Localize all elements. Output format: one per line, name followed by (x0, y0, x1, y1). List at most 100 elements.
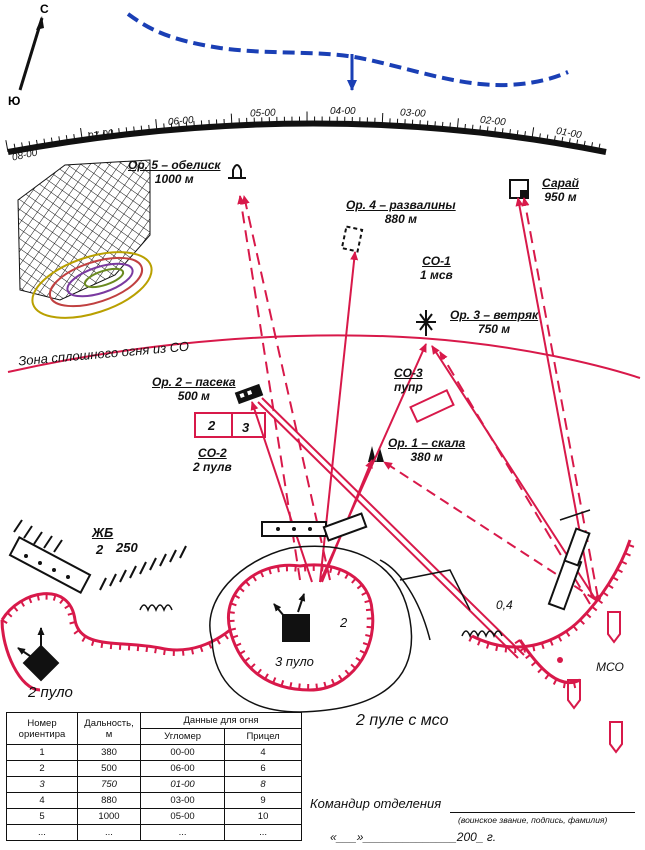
trench-hatch (624, 552, 631, 557)
trench-hatch (585, 612, 592, 619)
scale-tick (5, 140, 9, 153)
commander-label: Командир отделения (310, 796, 442, 811)
compass-icon (18, 16, 44, 91)
co3-zone (409, 388, 455, 424)
jb-value: 250 (116, 540, 138, 555)
table-header-range: Дальность, м (77, 712, 141, 745)
trench-hatch (338, 674, 344, 681)
scale-tick (103, 129, 106, 138)
trench-hatch (519, 646, 526, 652)
trench-hatch (244, 656, 251, 663)
sector-co1-label: СО-1 1 мсв (420, 254, 453, 282)
trench-hatch (537, 667, 543, 674)
trench-hatch (280, 680, 285, 687)
trench-hatch (355, 656, 362, 662)
table-row: 2 500 06-00 6 (6, 760, 302, 777)
table-cell: 00-00 (139, 744, 226, 761)
table-cell: 1000 (77, 808, 141, 825)
scale-tick (185, 121, 188, 129)
scale-tick (598, 143, 601, 151)
mso-label: МСО (596, 660, 624, 674)
angle-scale (7, 120, 607, 155)
ruins-icon (340, 225, 364, 253)
scale-tick (58, 136, 61, 144)
scale-tick (501, 128, 504, 136)
trench-hatch (272, 677, 277, 684)
sector-co3-title: СО-3 (394, 366, 423, 380)
trench-hatch (602, 591, 609, 597)
trench-hatch (361, 591, 368, 596)
trench-hatch (579, 619, 585, 625)
trench-hatch (268, 568, 272, 575)
landmark-barn-name: Сарай (542, 176, 579, 190)
scale-tick (73, 134, 76, 142)
trench-hatch (344, 669, 351, 676)
scale-tick (509, 129, 511, 137)
scale-tick (568, 138, 571, 146)
scale-tick (381, 113, 384, 126)
scale-label: 04-00 (330, 106, 356, 117)
scale-tick (590, 142, 594, 150)
landmark-4-name: Ор. 4 – развалины (346, 198, 456, 212)
landmark-3-range: 750 м (477, 322, 511, 336)
table-cell: 10 (224, 808, 302, 825)
trench-hatch (154, 647, 158, 654)
trench-hatch (298, 683, 301, 690)
mso-origin (595, 595, 601, 601)
trench-hatch (276, 566, 280, 573)
trench-hatch (294, 565, 297, 572)
trench-hatch (495, 644, 499, 652)
scale-tick (170, 122, 173, 130)
road-lines (399, 509, 591, 611)
landmark-1-range: 380 м (410, 450, 443, 464)
windmill-icon (416, 310, 436, 336)
table-row: 3 750 01-00 8 (6, 776, 302, 793)
table-header-fire: Данные для огня (140, 712, 302, 729)
trench-hatch (244, 580, 251, 587)
boat-icon (567, 611, 623, 754)
table-cell: 750 (77, 776, 141, 793)
trench-hatch (330, 678, 336, 686)
position-2-icon (17, 627, 60, 682)
jb-label: ЖБ (92, 525, 113, 540)
trench-hatch (69, 621, 76, 625)
trench-hatch (557, 635, 563, 642)
position-3-icon (273, 593, 310, 642)
trench-hatch (303, 565, 307, 572)
scale-tick (561, 136, 564, 144)
scale-tick (65, 135, 68, 143)
scale-tick (546, 134, 549, 142)
table-cell: 06-00 (139, 760, 226, 777)
landmark-5-label: Ор. 5 – обелиск 1000 м (128, 158, 220, 186)
date-line: «___»______________200_ г. (330, 830, 497, 844)
trench-hatch (109, 642, 113, 650)
position-2-label: 2 пуло (28, 684, 73, 701)
trench-hatch (136, 644, 140, 652)
scale-tick (80, 128, 83, 141)
apiary-icon (234, 383, 264, 405)
obelisk-icon (228, 164, 246, 179)
scale-tick (538, 133, 541, 141)
house-cell-3: 3 (242, 420, 250, 435)
trench-hatch (231, 634, 239, 639)
trench-hatch (12, 605, 19, 612)
position-3-label: 3 пуло (275, 654, 314, 669)
scale-tick (575, 139, 579, 147)
landmark-barn-label: Сарай 950 м (542, 176, 579, 204)
trench-hatch (208, 642, 213, 649)
scale-tick (163, 123, 165, 131)
scale-tick (486, 126, 489, 134)
trench-hatch (362, 642, 370, 646)
trench-hatch (350, 663, 357, 670)
trench-hatch (365, 608, 373, 612)
trench-hatch (259, 571, 265, 578)
sector-co2-title: СО-2 (198, 446, 227, 460)
trench-hatch (616, 568, 623, 574)
landmark-2-label: Ор. 2 – пасека 500 м (152, 375, 236, 403)
trench-hatch (525, 653, 532, 660)
trench-hatch (532, 645, 536, 652)
trench-hatch (36, 594, 40, 601)
sector-co2-label: СО-2 2 пулв (193, 446, 232, 474)
